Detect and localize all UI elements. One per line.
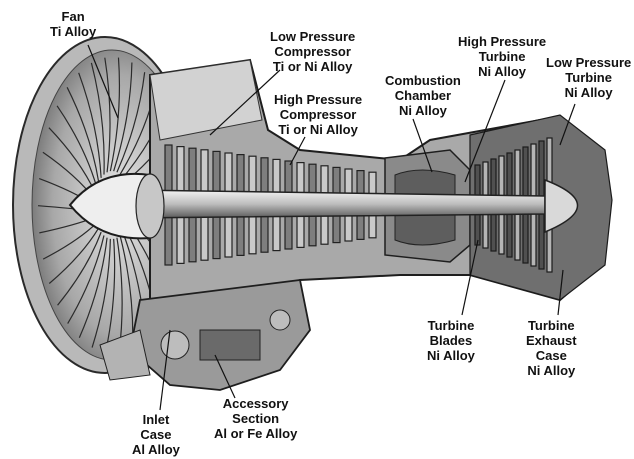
label-combustion-chamber-line-2: Chamber [385,88,461,103]
label-hp-compressor-line-1: High Pressure [274,92,362,107]
label-inlet-case: Inlet Case Al Alloy [132,412,180,457]
label-lp-compressor-line-2: Compressor [270,44,355,59]
label-hp-turbine-line-2: Turbine [458,49,546,64]
label-inlet-case-line-3: Al Alloy [132,442,180,457]
label-lp-compressor-line-1: Low Pressure [270,29,355,44]
label-turbine-exhaust-case-line-1: Turbine [526,318,577,333]
label-combustion-chamber-line-1: Combustion [385,73,461,88]
label-accessory-section: Accessory Section Al or Fe Alloy [214,396,297,441]
label-turbine-blades-line-1: Turbine [427,318,475,333]
label-fan: Fan Ti Alloy [50,9,96,39]
label-turbine-exhaust-case-line-3: Case [526,348,577,363]
label-lp-turbine-line-2: Turbine [546,70,631,85]
label-hp-compressor-line-2: Compressor [274,107,362,122]
label-lp-turbine-line-3: Ni Alloy [546,85,631,100]
label-lp-turbine: Low Pressure Turbine Ni Alloy [546,55,631,100]
label-hp-turbine-line-1: High Pressure [458,34,546,49]
label-turbine-blades-line-3: Ni Alloy [427,348,475,363]
label-lp-turbine-line-1: Low Pressure [546,55,631,70]
label-lp-compressor: Low Pressure Compressor Ti or Ni Alloy [270,29,355,74]
label-combustion-chamber-line-3: Ni Alloy [385,103,461,118]
label-lp-compressor-line-3: Ti or Ni Alloy [270,59,355,74]
label-turbine-exhaust-case-line-4: Ni Alloy [526,363,577,378]
label-inlet-case-line-2: Case [132,427,180,442]
label-hp-compressor: High Pressure Compressor Ti or Ni Alloy [274,92,362,137]
label-inlet-case-line-1: Inlet [132,412,180,427]
label-accessory-section-line-1: Accessory [214,396,297,411]
label-turbine-blades-line-2: Blades [427,333,475,348]
label-accessory-section-line-2: Section [214,411,297,426]
label-turbine-exhaust-case: Turbine Exhaust Case Ni Alloy [526,318,577,378]
label-accessory-section-line-3: Al or Fe Alloy [214,426,297,441]
label-fan-line-2: Ti Alloy [50,24,96,39]
label-hp-turbine: High Pressure Turbine Ni Alloy [458,34,546,79]
label-combustion-chamber: Combustion Chamber Ni Alloy [385,73,461,118]
label-hp-compressor-line-3: Ti or Ni Alloy [274,122,362,137]
label-turbine-blades: Turbine Blades Ni Alloy [427,318,475,363]
label-fan-line-1: Fan [50,9,96,24]
label-hp-turbine-line-3: Ni Alloy [458,64,546,79]
label-turbine-exhaust-case-line-2: Exhaust [526,333,577,348]
